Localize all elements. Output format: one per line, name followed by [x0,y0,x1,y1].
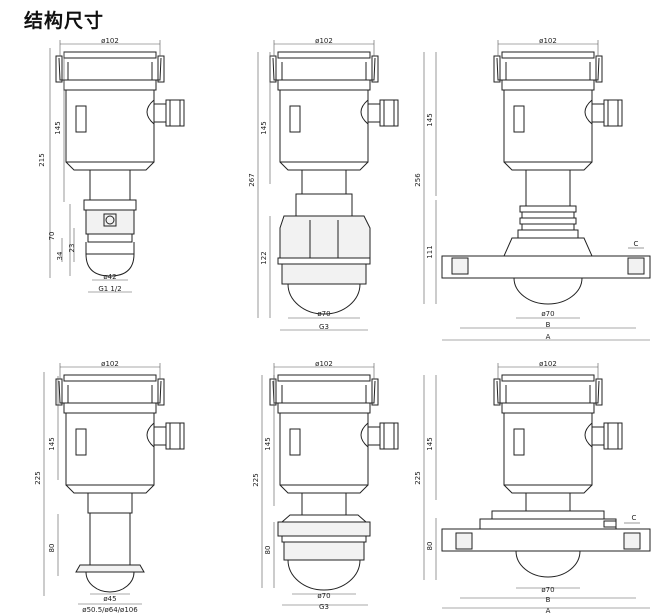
dim-height-145: 145 [264,437,272,450]
dim-thread-g1-1-2: G1 1/2 [98,285,121,293]
dim-diameter-102: ø102 [101,360,119,368]
drawing-sanitary-clamp [43,362,185,605]
dim-label-c: C [634,240,639,248]
dim-height-111: 111 [426,245,434,258]
dim-clamp-diameters: ø50.5/ø64/ø106 [82,606,138,614]
drawing-threaded-g3 [257,39,399,331]
dim-diameter-70: ø70 [317,310,330,318]
drawing-threaded-g1-1-2 [49,39,185,293]
dim-height-225: 225 [34,471,42,484]
dim-diameter-42: ø42 [103,273,116,281]
dim-height-80: 80 [264,546,272,555]
dim-thread-g3: G3 [319,603,329,611]
dim-diameter-102: ø102 [539,37,557,45]
dim-height-145: 145 [260,121,268,134]
dim-label-c: C [632,514,637,522]
dim-diameter-102: ø102 [315,360,333,368]
dim-height-122: 122 [260,251,268,264]
page-title: 结构尺寸 [24,10,105,32]
dim-height-80: 80 [426,542,434,551]
drawing-threaded-g3-short [261,362,399,606]
dim-height-145: 145 [426,437,434,450]
dim-height-23: 23 [68,244,76,253]
dim-height-145: 145 [426,113,434,126]
dim-height-256: 256 [414,173,422,187]
dim-label-b: B [546,321,551,329]
drawing-flange [423,39,651,341]
dim-diameter-102: ø102 [315,37,333,45]
dim-diameter-70: ø70 [541,586,554,594]
dim-diameter-102: ø102 [539,360,557,368]
dim-height-225: 225 [252,473,260,486]
dim-height-34: 34 [56,251,64,260]
dim-label-b: B [546,596,551,604]
dim-label-a: A [546,333,551,341]
dim-diameter-45: ø45 [103,595,116,603]
dim-height-215: 215 [38,153,46,166]
dim-label-a: A [546,607,551,615]
dim-thread-g3: G3 [319,323,329,331]
dim-diameter-70: ø70 [541,310,554,318]
dim-height-225: 225 [414,471,422,484]
dim-height-145: 145 [48,437,56,450]
dim-height-145: 145 [54,121,62,134]
dim-height-80: 80 [48,544,56,553]
drawing-flange-short [423,362,651,609]
dim-diameter-70: ø70 [317,592,330,600]
dim-height-267: 267 [248,173,256,186]
dim-height-70: 70 [48,232,56,241]
dim-diameter-102: ø102 [101,37,119,45]
